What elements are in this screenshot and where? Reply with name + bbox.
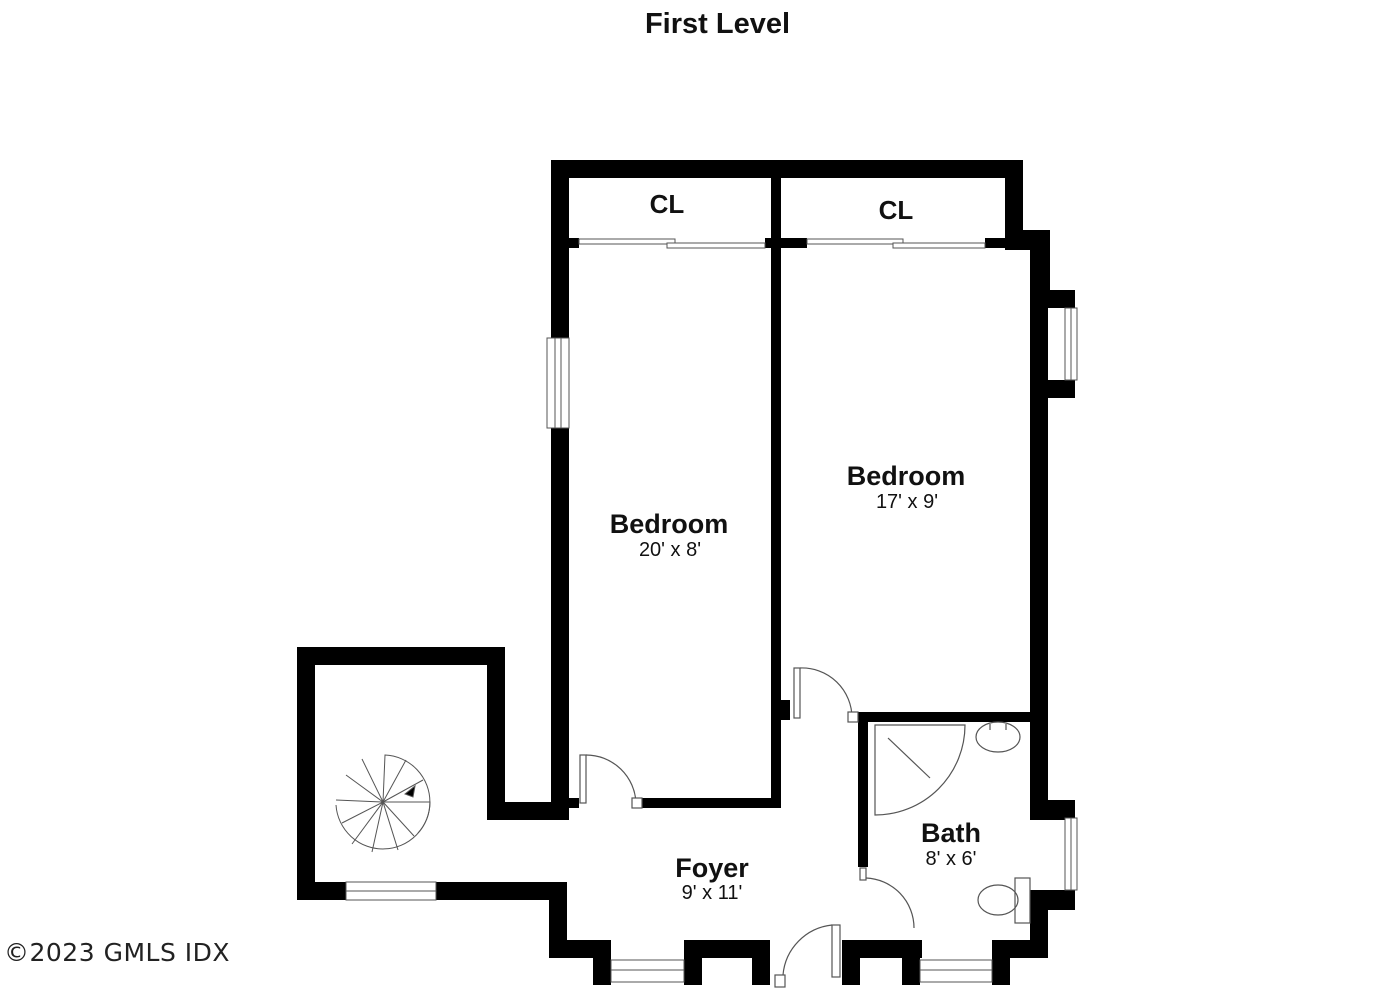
spiral-stair [335, 754, 431, 853]
room-name-foyer: Foyer [675, 853, 749, 883]
room-name-bedroom-left: Bedroom [610, 509, 729, 539]
plan-title: First Level [644, 8, 791, 40]
room-name-bedroom-right: Bedroom [847, 461, 966, 491]
interior-walls [569, 175, 1033, 867]
sink [975, 721, 1021, 753]
toilet-tank [1014, 877, 1031, 924]
room-size-bedroom-left: 20' x 8' [639, 539, 701, 561]
windows [345, 238, 1078, 983]
toilet-bowl [977, 884, 1019, 916]
room-size-bedroom-right: 17' x 9' [876, 491, 938, 513]
exterior-walls [297, 160, 1075, 985]
closet-label-right: CL [879, 195, 914, 225]
doors [579, 667, 915, 988]
copyright-watermark: ©2023 GMLS IDX [4, 938, 231, 967]
shower-stall [874, 724, 966, 816]
bath-fixtures [874, 721, 1031, 924]
room-size-bath: 8' x 6' [926, 848, 977, 870]
room-name-bath: Bath [921, 818, 981, 848]
room-size-foyer: 9' x 11' [682, 882, 743, 904]
closet-label-left: CL [650, 189, 685, 219]
